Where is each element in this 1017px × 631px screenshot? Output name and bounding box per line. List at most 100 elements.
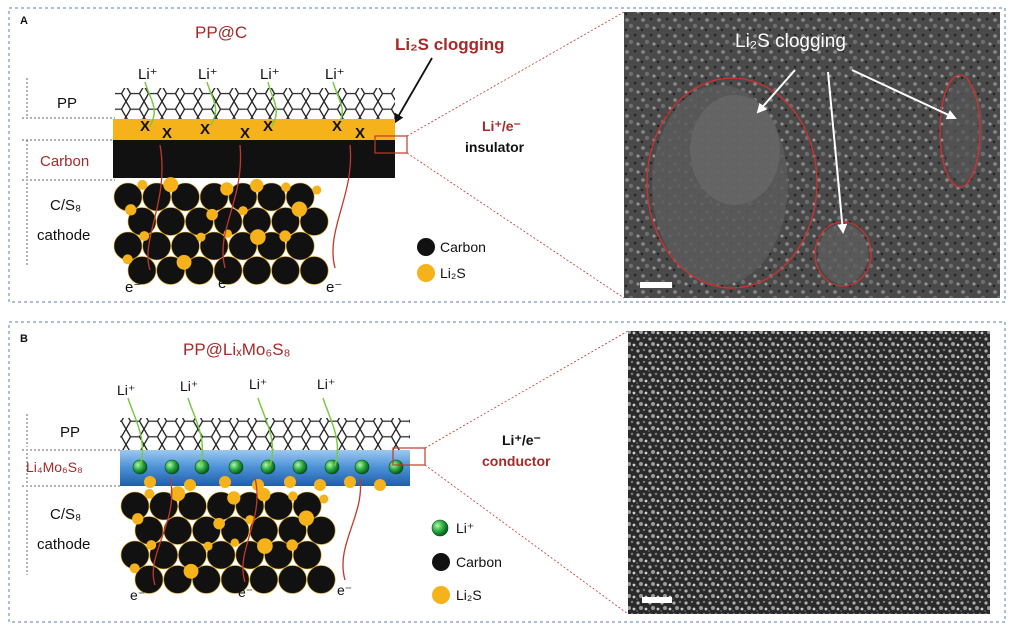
li2s-particle: [245, 515, 255, 525]
carbon-particle: [242, 256, 272, 285]
li2s-particle: [129, 563, 140, 574]
blocked-mark: X: [355, 125, 365, 142]
li2s-particle: [203, 541, 213, 551]
carbon-particle: [299, 207, 329, 236]
carbon-particle: [213, 256, 243, 285]
carbon-particle: [156, 207, 185, 236]
li2s-particle: [206, 208, 218, 221]
side-label-line-2: insulator: [465, 139, 525, 155]
li-ion: [132, 459, 148, 475]
zoom-connector: [406, 152, 625, 299]
clogging-callout: Li₂S clogging: [395, 35, 505, 54]
carbon-particle: [299, 256, 329, 285]
li2s-particle: [257, 487, 271, 502]
li2s-particle: [286, 539, 298, 551]
zoom-box: [374, 135, 408, 154]
li-ion-label: Li⁺: [249, 376, 267, 392]
zoom-connector: [406, 11, 625, 137]
layer-label-cathode-2: cathode: [37, 227, 90, 244]
li2s-particle: [252, 479, 264, 491]
carbon-particle: [306, 516, 336, 545]
electron-paths: [152, 477, 362, 586]
li2s-particle: [144, 476, 156, 488]
li2s-particle: [137, 179, 148, 190]
panel-b-border: [8, 321, 1006, 623]
pp-separator: [120, 418, 410, 450]
li-ion: [194, 459, 210, 475]
carbon-particle: [306, 565, 336, 594]
zoom-connector: [424, 330, 629, 449]
li2s-particle: [314, 479, 326, 491]
legend-li2s-swatch: [432, 586, 450, 604]
sem-image-a: Li₂S clogging: [624, 12, 1000, 298]
panel-a-letter: A: [20, 15, 28, 27]
li2s-particle: [257, 538, 273, 554]
carbon-particle: [220, 565, 250, 594]
li2s-particle: [163, 177, 179, 193]
scale-bar: [642, 597, 672, 603]
side-label-line-2: conductor: [482, 453, 551, 469]
blocked-mark: X: [263, 118, 273, 135]
legend-carbon-swatch: [417, 238, 435, 256]
li2s-particle: [122, 254, 133, 265]
blocked-mark: X: [140, 118, 150, 135]
layer-label-middle: Li₄Mo₆S₈: [26, 459, 83, 475]
blocked-mark: X: [200, 121, 210, 138]
li-ion-paths: [144, 81, 343, 127]
panel-b-title: PP@LiₓMo₆S₈: [183, 340, 291, 359]
li2s-particle: [374, 479, 386, 491]
side-label-line-1: Li⁺/e⁻: [502, 432, 541, 448]
legend-li2s-label: Li₂S: [456, 587, 482, 603]
layer-label-cathode-1: C/S₈: [50, 506, 81, 523]
li2s-particle: [279, 230, 291, 242]
li-ion: [292, 459, 308, 475]
thickness-guides: [22, 78, 115, 266]
li2s-particle: [144, 488, 155, 499]
li2s-particle: [227, 491, 241, 505]
carbon-particle: [199, 231, 229, 261]
sem-clogging-label: Li₂S clogging: [735, 31, 846, 52]
carbon-particle: [278, 565, 307, 594]
carbon-particle: [257, 182, 286, 212]
li2s-particle: [312, 185, 322, 195]
clog-region-circle: [939, 74, 981, 188]
li2s-particle: [132, 513, 144, 525]
panel-a-border: [8, 7, 1006, 303]
li-ion-label: Li⁺: [317, 376, 335, 392]
li2s-particle: [170, 486, 186, 502]
carbon-particle: [285, 231, 315, 261]
carbon-particle: [171, 182, 200, 212]
panel-a-title: PP@C: [195, 23, 247, 42]
li-ion: [354, 459, 370, 475]
sem-image-b: [628, 331, 990, 614]
li-ion: [324, 459, 340, 475]
carbon-particle: [249, 565, 279, 594]
li2s-particle: [298, 510, 315, 526]
li2s-particle: [288, 491, 298, 501]
electron-label: e⁻: [337, 582, 352, 598]
pp-separator: [115, 88, 395, 119]
scale-bar: [640, 282, 672, 288]
li2s-particle: [184, 479, 196, 491]
li-ion-label: Li⁺: [198, 66, 218, 83]
li2s-particle: [219, 476, 231, 488]
layer-label-pp: PP: [57, 95, 77, 112]
electron-paths: [147, 144, 352, 271]
li2s-particle: [196, 232, 206, 242]
li-ion-label: Li⁺: [260, 66, 280, 83]
clog-region-circle: [646, 77, 818, 289]
electron-label: e⁻: [125, 279, 141, 296]
panel-a: A PP@C Li₂S clogging PP Carbon C/S₈ cath…: [8, 7, 1006, 303]
li2s-particle: [291, 201, 308, 217]
carbon-layer: [113, 140, 395, 178]
li2s-particle: [344, 476, 356, 488]
legend-li2s-label: Li₂S: [440, 265, 466, 281]
cathode-particles: [120, 486, 336, 594]
li2s-particle: [319, 494, 329, 504]
li-ion-paths: [127, 397, 339, 467]
carbon-particle: [292, 540, 322, 570]
li2s-particle: [146, 540, 157, 550]
carbon-particle: [149, 540, 178, 570]
cathode-particles: [113, 177, 329, 285]
li2s-particle: [213, 517, 225, 530]
